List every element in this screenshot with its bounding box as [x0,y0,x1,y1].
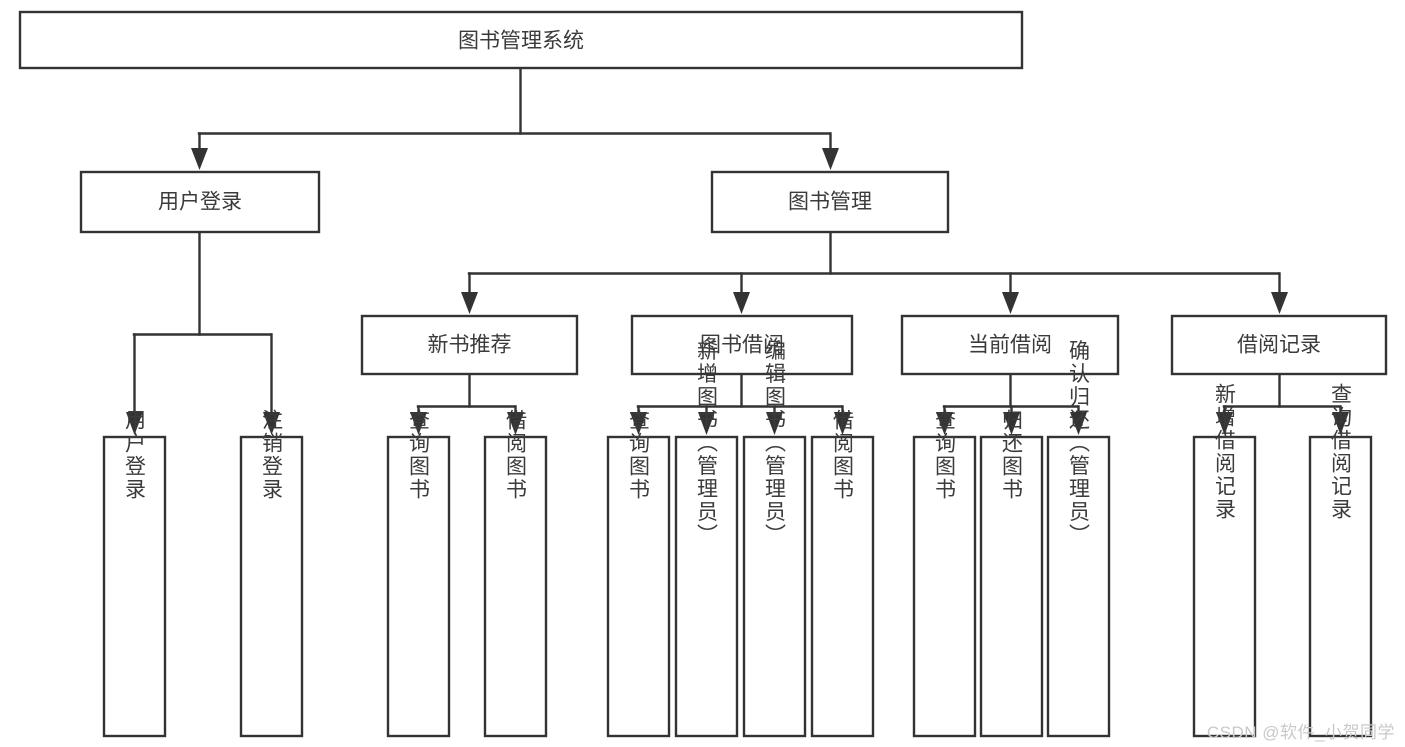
node-book-manage-box[interactable] [710,170,950,234]
leaf-node-add-record[interactable]: 新增借阅记录 [1192,383,1257,738]
leaf-add-book-box[interactable] [674,435,739,738]
leaf-return-book-label: 归还图书 [1000,409,1024,501]
node-user-login-box[interactable] [79,170,321,234]
leaf-user-login-box[interactable] [102,435,167,738]
arrow-head-leaf-borrow-book-1 [507,412,524,435]
leaf-add-record-box[interactable] [1192,435,1257,738]
node-book-borrow[interactable]: 图书借阅 [630,314,854,376]
node-book-borrow-label: 图书借阅 [700,334,784,357]
node-borrow-record-box[interactable] [1170,314,1388,376]
leaf-node-query-record[interactable]: 查询借阅记录 [1308,383,1373,738]
arrow-head-borrow-record [1271,292,1288,314]
arrow-head-leaf-query-record [1332,412,1349,435]
connector-book-manage-to-level3 [461,230,1288,314]
node-book-manage[interactable]: 图书管理 [710,170,950,234]
node-current-borrow-label: 当前借阅 [968,334,1052,357]
leaf-node-user-login[interactable]: 用户登录 [102,409,167,738]
leaf-node-user-logout[interactable]: 注销登录 [239,409,304,738]
connector-borrow-record-to-leaves [1216,372,1349,435]
leaf-add-book-label: 新增图书（管理员） [695,340,719,547]
node-book-manage-label: 图书管理 [788,191,872,214]
leaf-node-edit-book[interactable]: 编辑图书（管理员） [742,340,807,738]
arrow-head-leaf-edit-book [766,412,783,435]
node-user-login[interactable]: 用户登录 [79,170,321,234]
leaf-node-add-book[interactable]: 新增图书（管理员） [674,340,739,738]
connector-current-borrow-to-leaves [936,372,1087,435]
leaf-return-book-box[interactable] [979,435,1044,738]
leaf-query-book-1-label: 查询图书 [407,409,431,501]
arrow-head-leaf-add-record [1216,412,1233,435]
leaf-node-return-book[interactable]: 归还图书 [979,409,1044,738]
leaf-node-query-book-2[interactable]: 查询图书 [606,409,671,738]
arrow-head-leaf-add-book [698,412,715,435]
arrow-head-leaf-query-book-1 [410,412,427,435]
leaf-confirm-return-box[interactable] [1046,435,1111,738]
arrow-head-book-borrow [733,292,750,314]
arrow-head-leaf-user-login [126,412,143,435]
leaf-node-query-book-3[interactable]: 查询图书 [912,409,977,738]
leaf-query-book-2-label: 查询图书 [627,409,651,501]
leaf-query-record-label: 查询借阅记录 [1329,383,1353,521]
leaf-borrow-book-2-label: 借阅图书 [831,409,855,501]
node-borrow-record[interactable]: 借阅记录 [1170,314,1388,376]
node-new-book-recommend-box[interactable] [360,314,579,376]
arrow-head-leaf-confirm-return [1070,412,1087,435]
leaf-edit-book-box[interactable] [742,435,807,738]
arrow-head-leaf-query-book-3 [936,412,953,435]
connector-user-login-to-leaves [126,230,280,435]
leaf-user-logout-box[interactable] [239,435,304,738]
leaf-user-logout-label: 注销登录 [260,409,284,501]
node-user-login-label: 用户登录 [158,191,242,214]
arrow-head-leaf-user-logout [263,412,280,435]
connector-book-borrow-to-leaves [630,372,851,435]
leaf-user-login-label: 用户登录 [123,409,147,501]
arrow-head-leaf-return-book [1003,412,1020,435]
leaf-confirm-return-label: 确认归还（管理员） [1067,340,1091,547]
node-current-borrow-box[interactable] [900,314,1120,376]
leaf-borrow-book-1-box[interactable] [483,435,548,738]
node-root[interactable]: 图书管理系统 [18,10,1024,70]
arrow-head-user-login [191,148,208,170]
leaf-node-confirm-return[interactable]: 确认归还（管理员） [1046,340,1111,738]
arrow-head-leaf-query-book-2 [630,412,647,435]
leaf-edit-book-label: 编辑图书（管理员） [763,340,787,547]
connector-root-to-level2 [191,66,839,170]
leaf-query-record-box[interactable] [1308,435,1373,738]
leaf-borrow-book-2-box[interactable] [810,435,875,738]
leaf-node-borrow-book-2[interactable]: 借阅图书 [810,409,875,738]
leaf-add-record-label: 新增借阅记录 [1213,383,1237,521]
node-root-label: 图书管理系统 [458,30,584,53]
node-new-book-recommend-label: 新书推荐 [428,334,512,357]
node-root-box[interactable] [18,10,1024,70]
leaf-node-query-book-1[interactable]: 查询图书 [386,409,451,738]
leaf-query-book-3-label: 查询图书 [933,409,957,501]
leaf-query-book-1-box[interactable] [386,435,451,738]
arrow-head-current-borrow [1002,292,1019,314]
node-borrow-record-label: 借阅记录 [1237,334,1321,357]
leaf-query-book-2-box[interactable] [606,435,671,738]
arrow-head-book-manage [822,148,839,170]
arrow-head-leaf-borrow-book-2 [834,412,851,435]
leaf-node-borrow-book-1[interactable]: 借阅图书 [483,409,548,738]
node-book-borrow-box[interactable] [630,314,854,376]
connector-new-book-to-leaves [410,372,524,435]
arrow-head-new-book [461,292,478,314]
node-current-borrow[interactable]: 当前借阅 [900,314,1120,376]
node-new-book-recommend[interactable]: 新书推荐 [360,314,579,376]
leaf-borrow-book-1-label: 借阅图书 [504,409,528,501]
leaf-query-book-3-box[interactable] [912,435,977,738]
